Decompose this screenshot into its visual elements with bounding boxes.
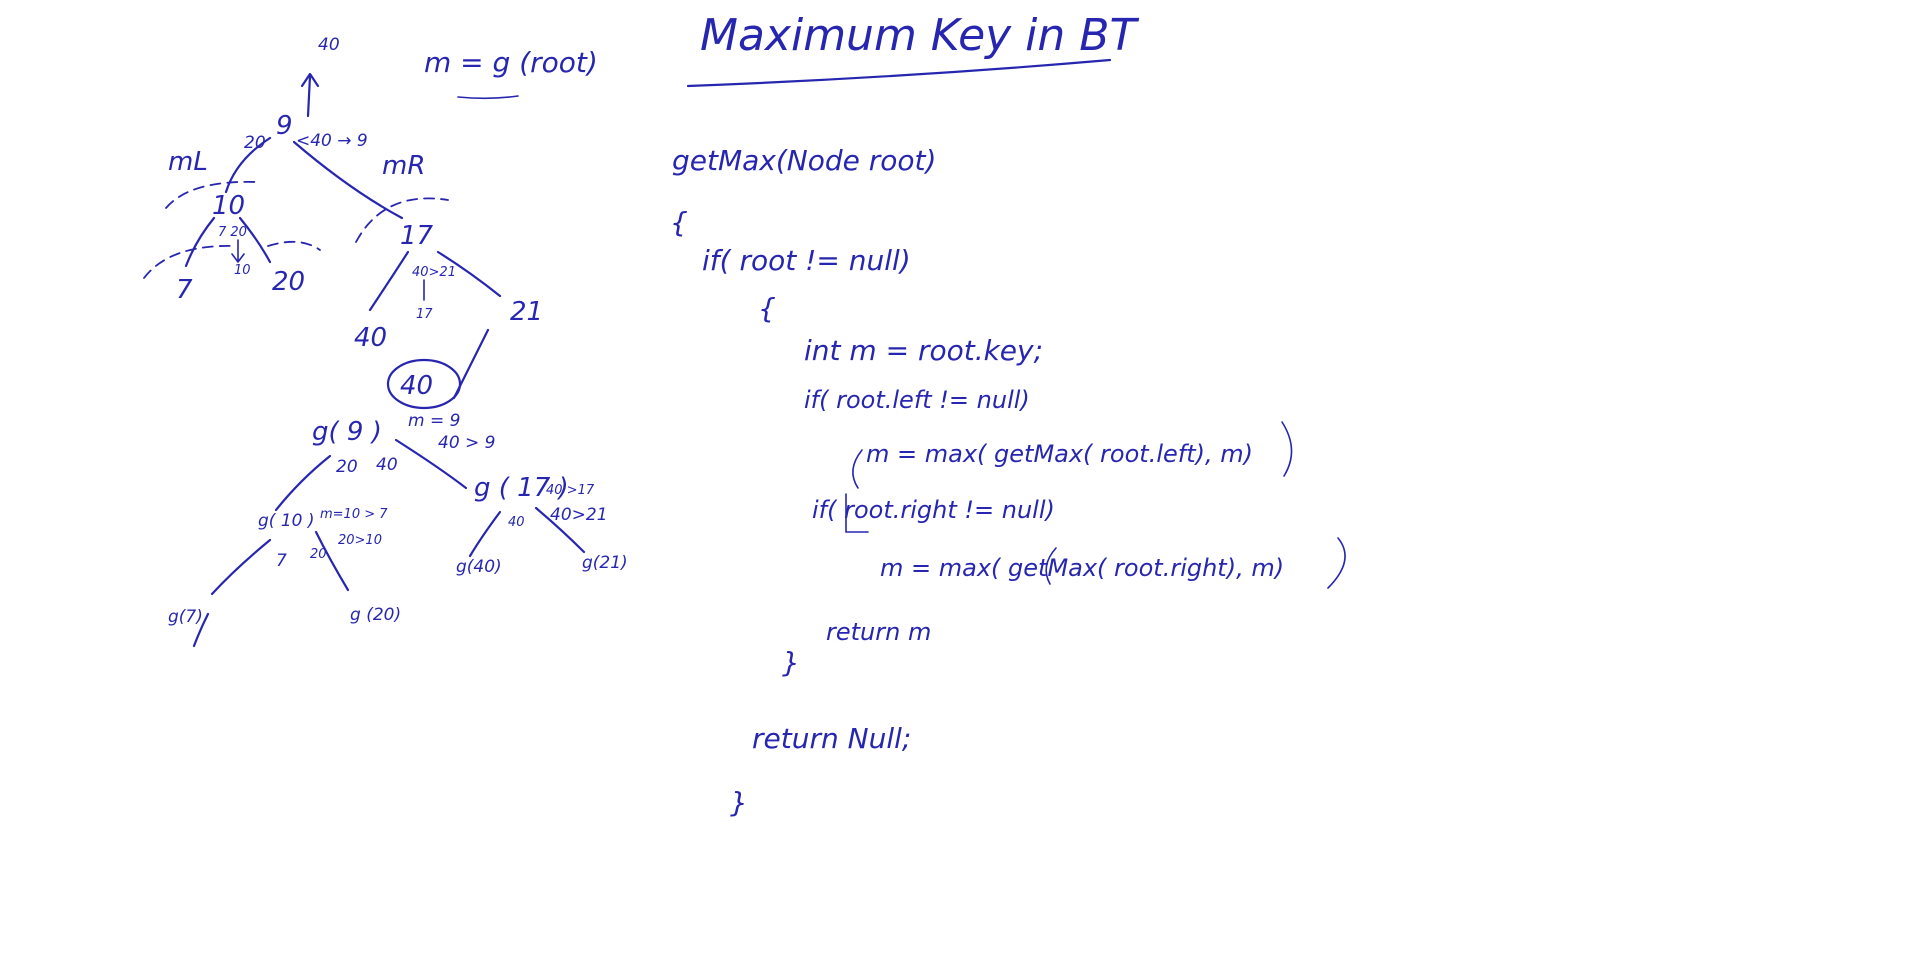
tree1-up-arrowhead: [300, 72, 320, 88]
tree2-node-10-left-ret: 7: [276, 551, 287, 571]
code-left-max-bracket: [852, 449, 863, 489]
tree2-node-20: g (20): [350, 605, 401, 625]
tree1-right-label: mR: [382, 151, 425, 181]
tree2-node-10: g( 10 ): [258, 511, 315, 531]
tree2-node-7-tail: [192, 612, 210, 648]
code-open-brace: {: [670, 206, 688, 239]
tree2-node-7: g(7): [168, 607, 203, 627]
code-return-m: return m: [826, 618, 931, 646]
title-group: Maximum Key in BT: [686, 10, 1139, 88]
tree2-node-10-note2: 20>10: [338, 533, 382, 548]
call-note: m = g (root): [424, 46, 598, 79]
tree1-left-label: mL: [168, 147, 208, 177]
code-right-if-bracket: [845, 493, 869, 533]
code-if-left: if( root.left != null): [804, 386, 1030, 414]
tree-bottom: g( 9 ) m = 9 40 > 9 20 40 g( 10 ) m=10 >…: [168, 411, 628, 648]
code-inner-close-brace: }: [782, 646, 800, 679]
tree2-node-21: g(21): [582, 553, 628, 573]
tree2-node-40: g(40): [456, 557, 502, 577]
tree1-edge-9-10: [224, 136, 272, 194]
code-inner-open-brace: {: [758, 292, 776, 325]
tree1-right-dash: [355, 197, 449, 243]
tree2-node-17: g ( 17 ): [474, 473, 569, 503]
tree1-left-dash-upper: [165, 181, 257, 209]
tree2-node-17-left-ret: 40: [508, 515, 525, 530]
tree1-up-value: 40: [318, 35, 340, 55]
tree1-result-value: 40: [400, 371, 433, 401]
tree1-node-17: 17: [400, 221, 434, 251]
code-assign-right: m = max( getMax( root.right), m): [880, 554, 1284, 582]
tree1-node-10: 10: [212, 191, 245, 221]
code-if-not-null: if( root != null): [702, 244, 911, 277]
tree2-node-17-note1: 40 >17: [546, 483, 595, 498]
tree-top: 40 9 <40 → 9 20 mL mR 10 7 20 10 7 20 17…: [143, 35, 543, 410]
tree1-node-17-compare: 40>21: [412, 265, 456, 280]
page-title: Maximum Key in BT: [700, 10, 1139, 61]
tree2-root-compare: 40 > 9: [438, 433, 496, 453]
tree1-left-dash-lower-b: [267, 240, 321, 251]
code-right-max-bracket: [1045, 547, 1057, 585]
code-decorations: [845, 421, 1346, 589]
tree1-root-compare: <40 → 9: [296, 131, 368, 151]
tree1-left-dash-lower-a: [143, 245, 237, 279]
code-close-brace: }: [730, 786, 748, 819]
tree1-node-10-compare: 7 20: [218, 225, 247, 240]
tree2-root: g( 9 ): [312, 417, 382, 447]
tree2-root-m: m = 9: [408, 411, 460, 431]
tree1-edge-9-17: [292, 140, 404, 220]
code-assign-left: m = max( getMax( root.left), m): [866, 440, 1253, 468]
tree1-node-7: 7: [176, 275, 193, 305]
code-signature: getMax(Node root): [672, 144, 936, 177]
tree2-root-right-ret: 40: [376, 455, 398, 475]
tree1-node-10-compare2: 10: [234, 263, 251, 278]
tree1-left-value-note: 20: [244, 133, 266, 153]
tree2-edge-9-10: [274, 454, 332, 512]
tree2-edge-17-40: [468, 510, 502, 558]
code-right-max-bracket-end: [1327, 537, 1346, 589]
tree1-edge-17-40: [368, 250, 410, 312]
tree1-node-10-arrow: [231, 239, 245, 263]
code-block: getMax(Node root) { if( root != null) { …: [670, 144, 1284, 819]
tree2-edge-17-21: [534, 506, 586, 554]
tree2-node-10-right-ret: 20: [310, 547, 327, 562]
tree2-node-17-note2: 40>21: [550, 505, 608, 525]
tree2-root-left-ret: 20: [336, 457, 358, 477]
code-if-right: if( root.right != null): [812, 496, 1055, 524]
tree1-edge-10-20: [238, 216, 272, 264]
call-note-underline: [457, 95, 519, 100]
tree1-result-circle: [386, 358, 462, 410]
tree1-up-edge: [306, 74, 312, 118]
tree1-edge-17-21: [436, 250, 502, 298]
tree1-node-20: 20: [272, 267, 305, 297]
tree2-edge-10-20: [314, 530, 350, 592]
tree2-node-10-note1: m=10 > 7: [320, 507, 388, 522]
tree1-node-21: 21: [510, 297, 543, 327]
tree1-edge-10-7: [184, 216, 216, 268]
tree1-root: 9: [276, 111, 293, 141]
tree1-node-17-below: 17: [416, 307, 433, 322]
title-underline: [686, 58, 1112, 88]
tree1-node-40: 40: [354, 323, 387, 353]
code-init-m: int m = root.key;: [804, 334, 1043, 367]
call-note-group: m = g (root): [424, 46, 598, 100]
tree2-edge-9-17: [394, 438, 468, 490]
tree2-edge-10-7: [210, 538, 272, 596]
code-left-max-bracket-end: [1281, 421, 1293, 477]
code-return-null: return Null;: [752, 722, 911, 755]
